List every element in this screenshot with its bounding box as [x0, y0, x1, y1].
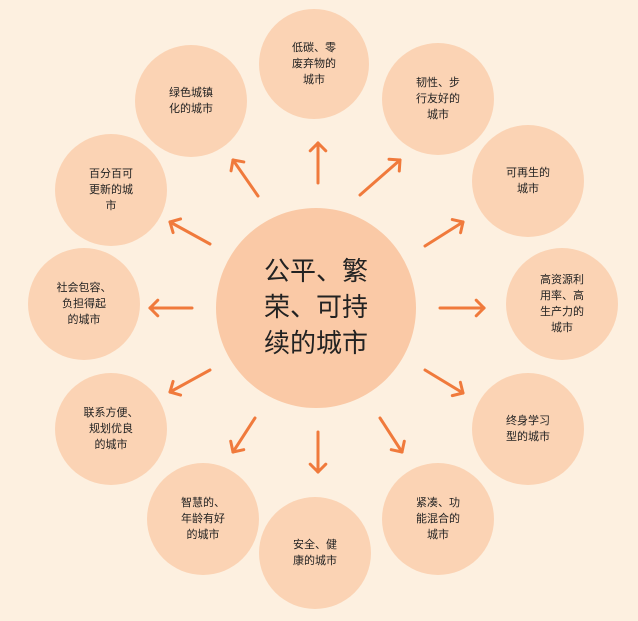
node-label: 社会包容、 负担得起 的城市 [56, 281, 112, 326]
node-label: 联系方便、 规划优良 的城市 [83, 406, 139, 451]
node-smart: 智慧的、 年龄有好 的城市 [147, 463, 259, 575]
arrow-icon [229, 158, 260, 198]
node-label: 低碳、零 废弃物的 城市 [292, 41, 336, 86]
arrow-icon [378, 416, 406, 454]
arrow-icon [308, 430, 328, 474]
node-inclusive: 社会包容、 负担得起 的城市 [28, 248, 140, 360]
node-low-carbon: 低碳、零 废弃物的 城市 [259, 9, 369, 119]
arrow-icon [423, 218, 465, 248]
node-label: 终身学习 型的城市 [506, 414, 550, 443]
node-safe: 安全、健 康的城市 [259, 497, 371, 609]
arrow-icon [308, 141, 328, 185]
center-node-label: 公平、繁 荣、可持 续的城市 [263, 257, 368, 359]
node-learning: 终身学习 型的城市 [472, 373, 584, 485]
node-green: 绿色城镇 化的城市 [135, 45, 247, 157]
node-label: 绿色城镇 化的城市 [169, 86, 213, 115]
node-label: 高资源利 用率、高 生产力的 城市 [540, 273, 584, 334]
node-renewal: 百分百可 更新的城 市 [55, 134, 167, 246]
arrow-icon [168, 217, 212, 246]
node-label: 安全、健 康的城市 [293, 538, 337, 567]
node-connected: 联系方便、 规划优良 的城市 [55, 373, 167, 485]
node-compact: 紧凑、功 能混合的 城市 [382, 463, 494, 575]
node-resource: 高资源利 用率、高 生产力的 城市 [506, 248, 618, 360]
center-node: 公平、繁 荣、可持 续的城市 [216, 208, 416, 408]
arrow-icon [168, 368, 212, 397]
node-label: 韧性、步 行友好的 城市 [416, 76, 460, 121]
node-label: 百分百可 更新的城 市 [89, 167, 133, 212]
node-label: 智慧的、 年龄有好 的城市 [181, 496, 225, 541]
node-renewable: 可再生的 城市 [472, 125, 584, 237]
node-label: 可再生的 城市 [506, 166, 550, 195]
arrow-icon [148, 298, 194, 318]
arrow-icon [438, 298, 486, 318]
arrow-icon [423, 368, 465, 398]
node-resilient: 韧性、步 行友好的 城市 [382, 43, 494, 155]
node-label: 紧凑、功 能混合的 城市 [416, 496, 460, 541]
arrow-icon [358, 157, 402, 197]
arrow-icon [229, 416, 257, 454]
